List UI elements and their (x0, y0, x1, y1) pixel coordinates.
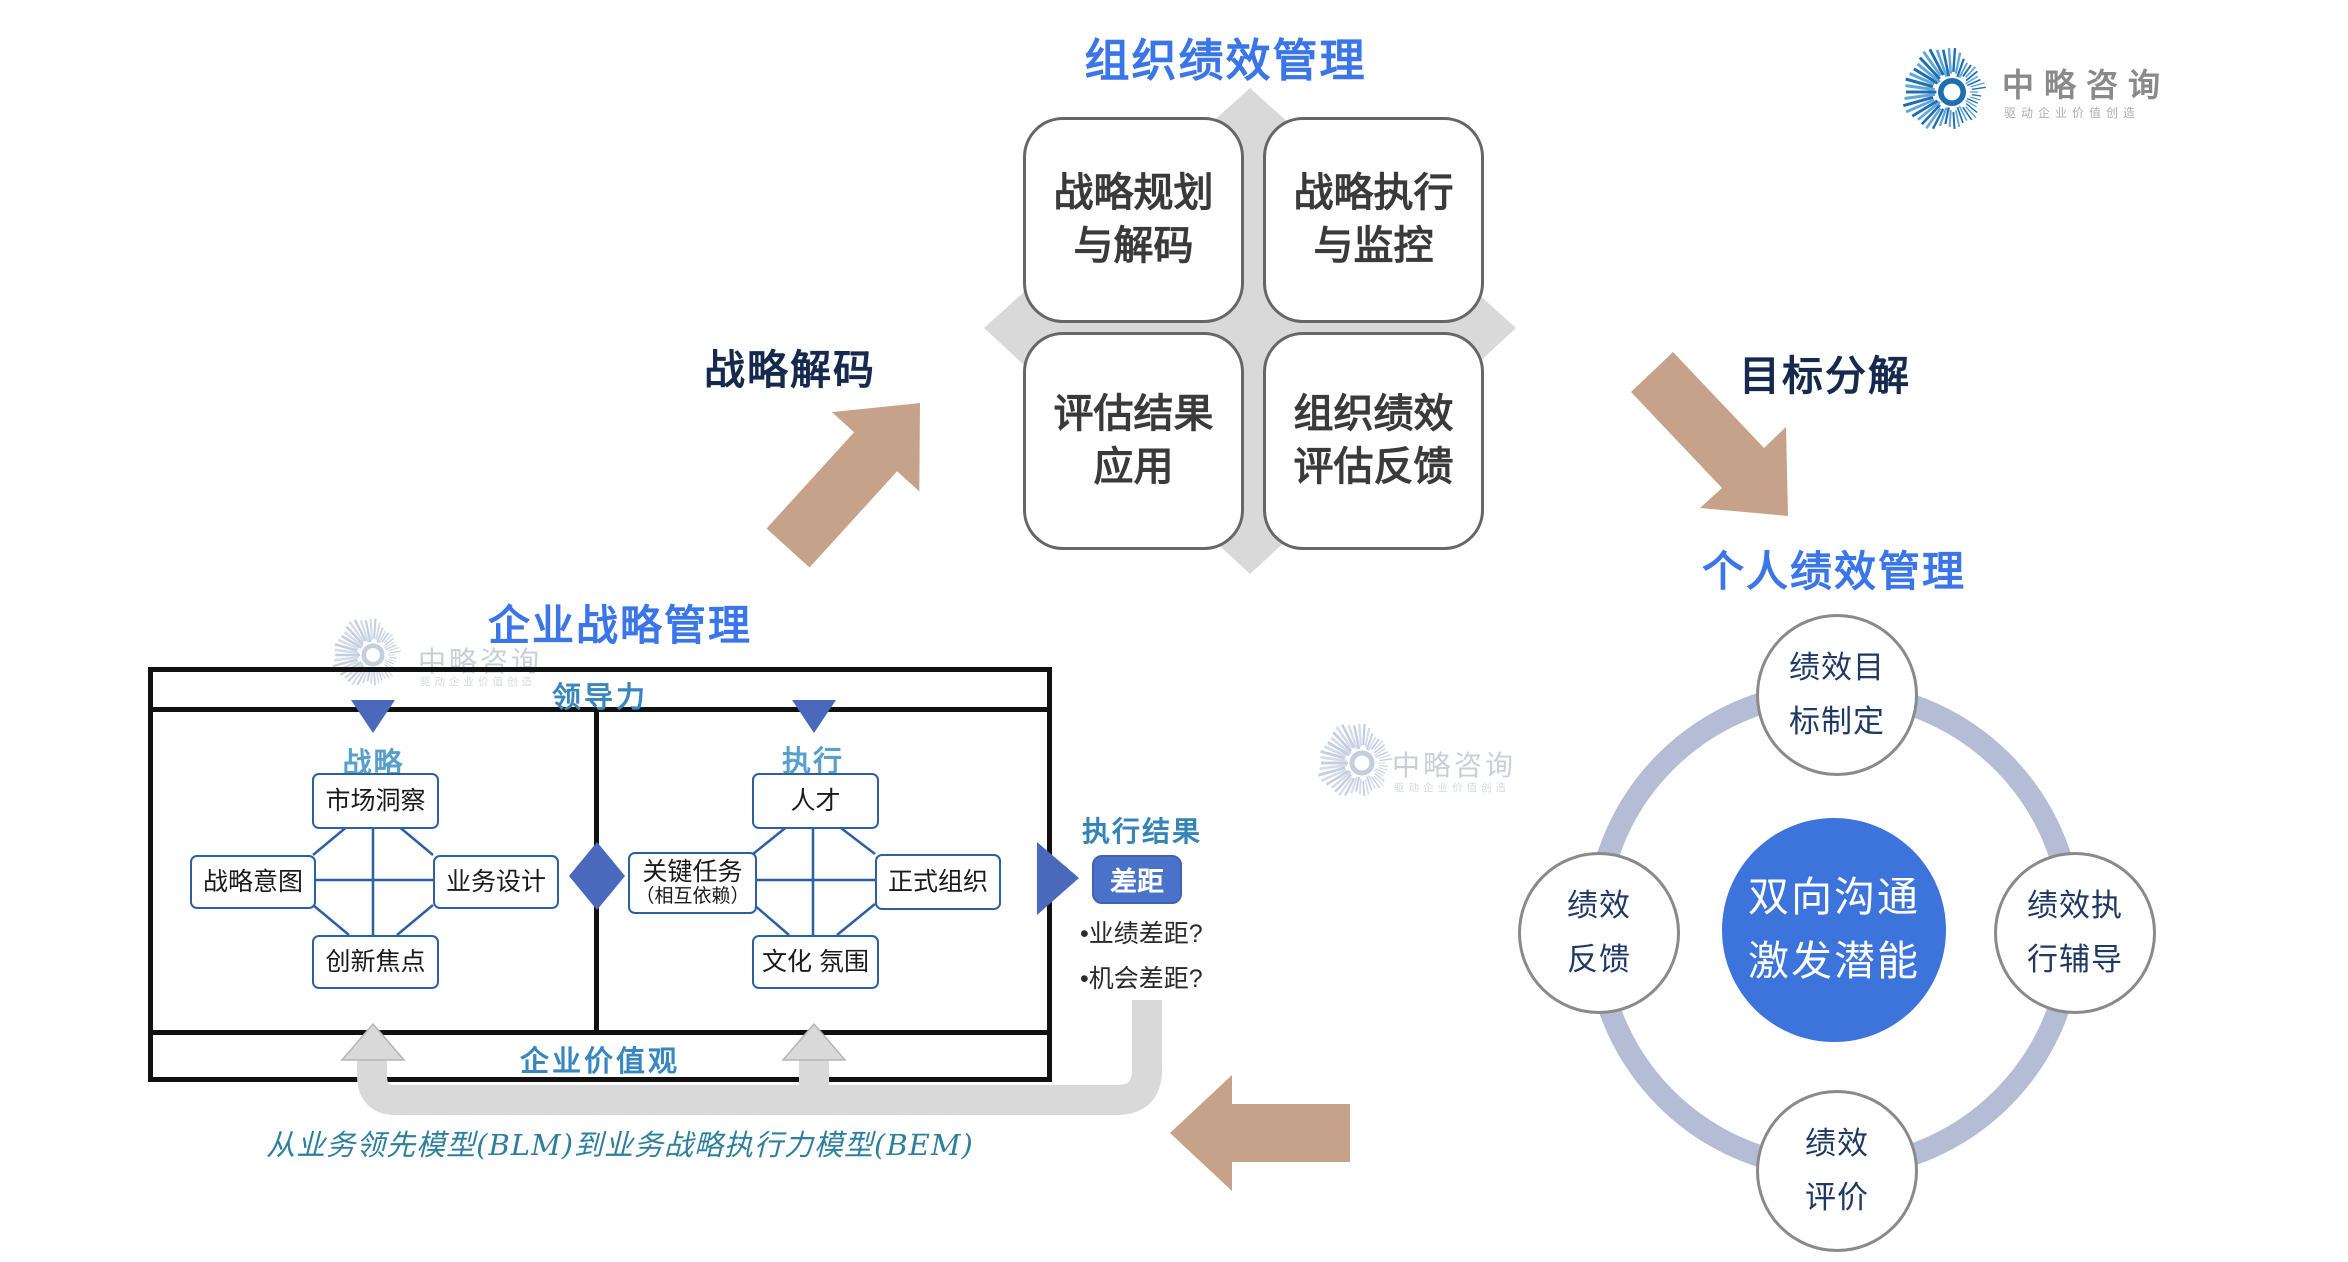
blm-execution-label: 执行 (781, 746, 844, 778)
two-way-communication-circle: 双向沟通 激发潜能 (1722, 818, 1946, 1042)
blm-box-label: 人才 (790, 786, 841, 815)
blm-box-innovation-focus: 创新焦点 (312, 935, 439, 989)
blm-box-label: 正式组织 (887, 867, 988, 896)
gap-bullet-performance: •业绩差距? (1080, 920, 1203, 948)
blm-values-band: 企业价值观 (519, 1046, 680, 1078)
blm-caption: 从业务领先模型(BLM)到业务战略执行力模型(BEM) (266, 1128, 974, 1162)
org-perf-box-label: 战略执行 与监控 (1293, 171, 1454, 268)
blm-box-talent: 人才 (752, 773, 879, 829)
blm-box-sublabel: （相互依赖） (635, 886, 750, 908)
watermark-tagline: 驱动企业价值创造 (420, 676, 536, 688)
blm-leadership-divider (153, 707, 1047, 712)
execution-result-label: 执行结果 (1082, 816, 1203, 847)
blm-box-label: 文化 氛围 (762, 947, 869, 976)
node-feedback: 绩效 反馈 (1518, 852, 1680, 1014)
blm-box-market-insight: 市场洞察 (312, 773, 439, 829)
blm-box-strategic-intent: 战略意图 (190, 855, 316, 909)
center-circle-label: 双向沟通 激发潜能 (1748, 874, 1920, 984)
node-goal-setting: 绩效目 标制定 (1756, 614, 1918, 776)
gap-chip-label: 差距 (1110, 867, 1164, 897)
blm-box-label: 市场洞察 (325, 786, 426, 815)
blm-box-culture-climate: 文化 氛围 (752, 935, 879, 989)
enterprise-strategy-title: 企业战略管理 (487, 602, 752, 649)
blm-box-label: 创新焦点 (325, 947, 426, 976)
company-logo-tagline: 驱动企业价值创造 (2004, 106, 2141, 120)
tan-arrow-up-right (766, 403, 920, 568)
node-label: 绩效执 行辅导 (2027, 887, 2123, 977)
org-perf-box-evaluation-application: 评估结果 应用 (1023, 332, 1244, 550)
node-execution-coaching: 绩效执 行辅导 (1994, 852, 2156, 1014)
watermark-logo-burst-icon (332, 618, 401, 686)
strategy-decode-label: 战略解码 (704, 347, 876, 393)
gap-bullet-opportunity: •机会差距? (1080, 965, 1203, 993)
blm-box-label: 战略意图 (202, 867, 303, 896)
org-perf-box-strategy-execution: 战略执行 与监控 (1263, 117, 1484, 323)
node-evaluation: 绩效 评价 (1756, 1090, 1918, 1252)
node-label: 绩效 反馈 (1567, 887, 1631, 977)
blm-model-frame: 领导力 企业价值观 战略 执行 市场洞察 战略意图 业务设计 创新焦点 人才 关… (148, 667, 1052, 1082)
blm-box-label: 业务设计 (445, 867, 546, 896)
org-perf-box-label: 评估结果 应用 (1053, 392, 1214, 489)
org-perf-box-strategy-planning: 战略规划 与解码 (1023, 117, 1244, 323)
blm-leadership-band: 领导力 (551, 682, 648, 714)
gap-chip: 差距 (1092, 855, 1182, 904)
org-performance-title: 组织绩效管理 (1084, 35, 1367, 86)
watermark-tagline: 驱动企业价值创造 (1394, 782, 1510, 794)
org-perf-box-label: 战略规划 与解码 (1053, 171, 1214, 268)
blm-box-key-tasks: 关键任务 （相互依赖） (628, 852, 757, 914)
node-label: 绩效目 标制定 (1789, 649, 1885, 739)
blm-values-divider (153, 1030, 1047, 1035)
blm-box-formal-organization: 正式组织 (875, 854, 1001, 910)
gap-bullets: •业绩差距? •机会差距? (1080, 912, 1203, 1002)
org-perf-box-evaluation-feedback: 组织绩效 评估反馈 (1263, 332, 1484, 550)
blm-box-business-design: 业务设计 (433, 855, 559, 909)
tan-arrow-left (1170, 1075, 1350, 1191)
watermark-logo-burst-icon (1318, 723, 1393, 797)
blm-box-label: 关键任务 (642, 857, 743, 886)
org-perf-box-label: 组织绩效 评估反馈 (1293, 392, 1454, 489)
personal-performance-title: 个人绩效管理 (1701, 548, 1966, 595)
company-logo-name: 中略咨询 (2002, 67, 2171, 103)
node-label: 绩效 评价 (1805, 1125, 1869, 1215)
goal-decompose-label: 目标分解 (1739, 353, 1911, 399)
watermark-name: 中略咨询 (1392, 750, 1517, 781)
company-logo-burst-icon (1902, 47, 1986, 130)
